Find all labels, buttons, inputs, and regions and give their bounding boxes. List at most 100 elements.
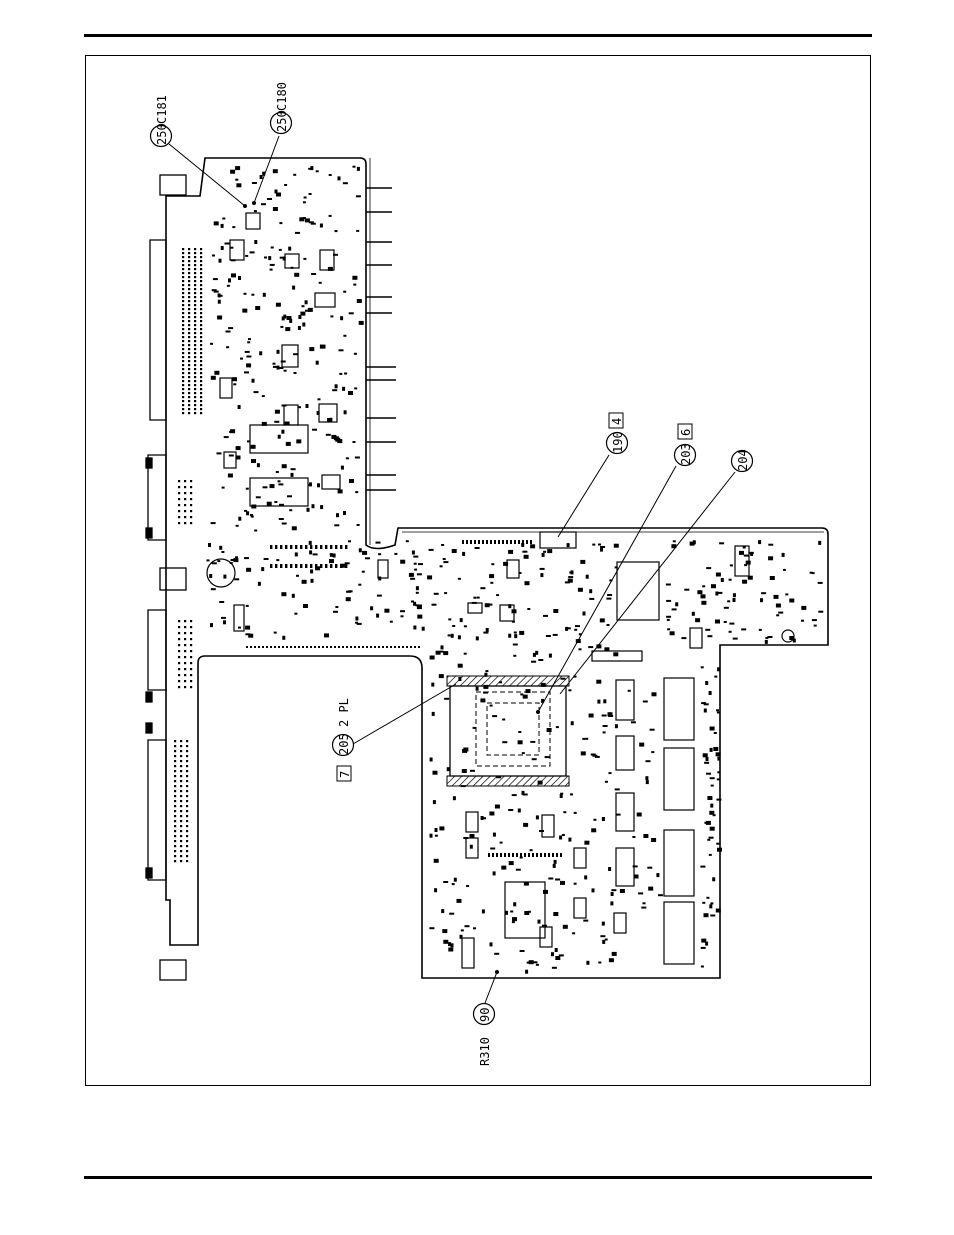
pad xyxy=(174,830,176,832)
pad xyxy=(357,299,362,303)
pad xyxy=(188,276,190,278)
pad xyxy=(465,925,470,927)
pad xyxy=(178,510,180,512)
pad xyxy=(278,435,281,439)
pad xyxy=(717,667,720,671)
pad xyxy=(561,678,566,680)
pad xyxy=(186,775,188,777)
callout-203: 203 6 xyxy=(675,424,696,466)
pad xyxy=(402,646,404,648)
pad xyxy=(282,405,287,407)
pad xyxy=(628,690,631,692)
pad xyxy=(310,545,312,549)
pad xyxy=(230,562,233,564)
pad xyxy=(729,623,734,625)
pad xyxy=(567,543,570,547)
pad xyxy=(226,346,229,348)
pad xyxy=(194,276,196,278)
pad xyxy=(614,544,619,548)
pad xyxy=(200,280,202,282)
pad xyxy=(182,268,184,270)
pad xyxy=(574,812,577,814)
pad xyxy=(182,324,184,326)
pad xyxy=(348,540,351,542)
pad xyxy=(760,598,763,602)
pad xyxy=(178,492,180,494)
pad xyxy=(318,646,320,648)
pad xyxy=(236,456,241,460)
pad xyxy=(180,775,182,777)
pad xyxy=(188,316,190,318)
pad xyxy=(182,280,184,282)
pad xyxy=(331,435,336,439)
pad xyxy=(182,308,184,310)
pad xyxy=(710,804,713,808)
pad xyxy=(631,721,636,723)
pad xyxy=(186,840,188,842)
pad xyxy=(549,654,552,658)
pad xyxy=(282,636,285,640)
pad xyxy=(714,732,717,734)
pad xyxy=(520,950,525,952)
pad xyxy=(194,284,196,286)
pad xyxy=(194,336,196,338)
pad xyxy=(356,195,361,197)
pad xyxy=(188,248,190,250)
pad xyxy=(452,625,455,627)
pad xyxy=(342,646,344,648)
pad xyxy=(544,853,546,857)
pad xyxy=(814,625,817,627)
pad xyxy=(401,615,404,617)
pad xyxy=(188,400,190,402)
pad xyxy=(270,269,273,271)
pad xyxy=(434,593,439,595)
pad xyxy=(556,853,558,857)
pad xyxy=(540,853,542,857)
pad xyxy=(502,741,507,743)
pad xyxy=(194,304,196,306)
pad xyxy=(194,332,196,334)
pad xyxy=(785,593,788,595)
pad xyxy=(546,635,551,637)
pad xyxy=(245,351,250,353)
pad xyxy=(182,248,184,250)
pad xyxy=(178,680,180,682)
pad xyxy=(518,731,521,733)
pad xyxy=(711,785,714,787)
pad xyxy=(600,548,603,552)
pad xyxy=(778,612,783,614)
pad xyxy=(218,293,221,297)
pad xyxy=(709,854,712,856)
pad xyxy=(200,252,202,254)
pad xyxy=(476,636,479,640)
pad xyxy=(741,628,746,630)
pad xyxy=(700,866,705,868)
pad xyxy=(502,540,504,544)
pad xyxy=(717,757,720,761)
pad xyxy=(638,892,643,894)
pad xyxy=(349,312,354,314)
pad xyxy=(326,434,331,436)
pad xyxy=(711,584,716,588)
pad xyxy=(281,361,286,363)
pad xyxy=(186,780,188,782)
pad xyxy=(288,247,291,251)
pad xyxy=(251,459,256,463)
pad xyxy=(180,840,182,842)
pad xyxy=(200,292,202,294)
pad xyxy=(267,198,272,200)
callout-c180: 250 C180 xyxy=(271,82,292,133)
pad xyxy=(483,692,488,694)
pad xyxy=(709,691,712,695)
pad xyxy=(410,646,412,648)
pad xyxy=(658,894,663,896)
pad xyxy=(317,411,320,415)
pad xyxy=(200,248,202,250)
pad xyxy=(285,327,290,331)
pad xyxy=(715,592,718,596)
connector-pins-left xyxy=(174,248,562,862)
pad xyxy=(186,815,188,817)
pad xyxy=(538,920,541,924)
pad xyxy=(186,835,188,837)
pad xyxy=(298,646,300,648)
